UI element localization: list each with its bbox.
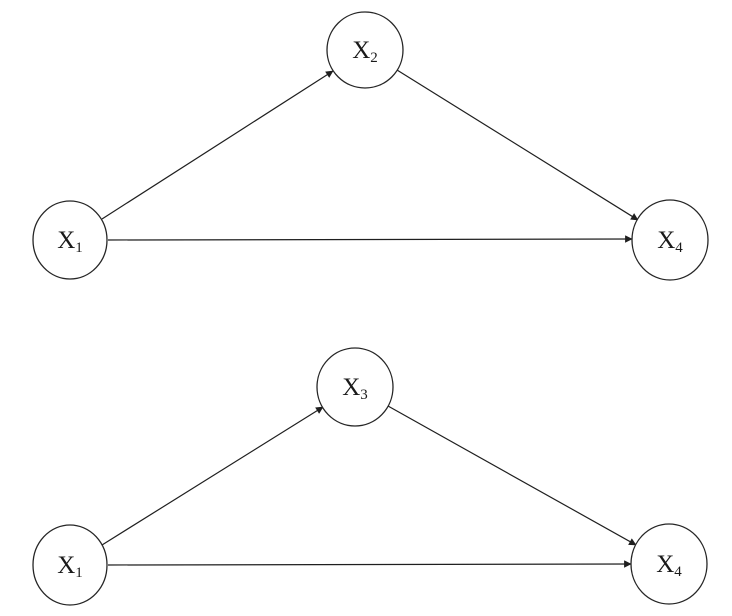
path-diagram-top: X1 X2 X4 xyxy=(32,11,709,281)
edge-x1-x4 xyxy=(107,560,632,568)
edge-x3-x4 xyxy=(387,405,637,546)
node-x1: X1 xyxy=(32,200,108,280)
edge-x1-x4 xyxy=(107,235,633,243)
edge-x2-x4 xyxy=(396,69,639,221)
node-x1: X1 xyxy=(32,524,108,606)
node-x2: X2 xyxy=(326,11,404,89)
node-x4-label: X4 xyxy=(657,227,683,256)
node-x2-label: X2 xyxy=(352,37,378,66)
node-x4: X4 xyxy=(630,523,708,605)
edge-x1-x2 xyxy=(101,70,334,220)
node-x1-label: X1 xyxy=(57,552,83,581)
node-x4: X4 xyxy=(631,199,709,281)
node-x3: X3 xyxy=(316,347,394,427)
node-x4-circle xyxy=(630,523,708,605)
node-x1-circle xyxy=(32,524,108,606)
node-x4-circle xyxy=(631,199,709,281)
path-diagram-bottom: X1 X3 X4 xyxy=(32,347,708,606)
node-x2-circle xyxy=(326,11,404,89)
node-x1-circle xyxy=(32,200,108,280)
edge-x1-x3 xyxy=(101,406,324,546)
node-x4-label: X4 xyxy=(656,551,682,580)
node-x3-label: X3 xyxy=(342,374,368,403)
node-x3-circle xyxy=(316,347,394,427)
node-x1-label: X1 xyxy=(57,227,83,256)
